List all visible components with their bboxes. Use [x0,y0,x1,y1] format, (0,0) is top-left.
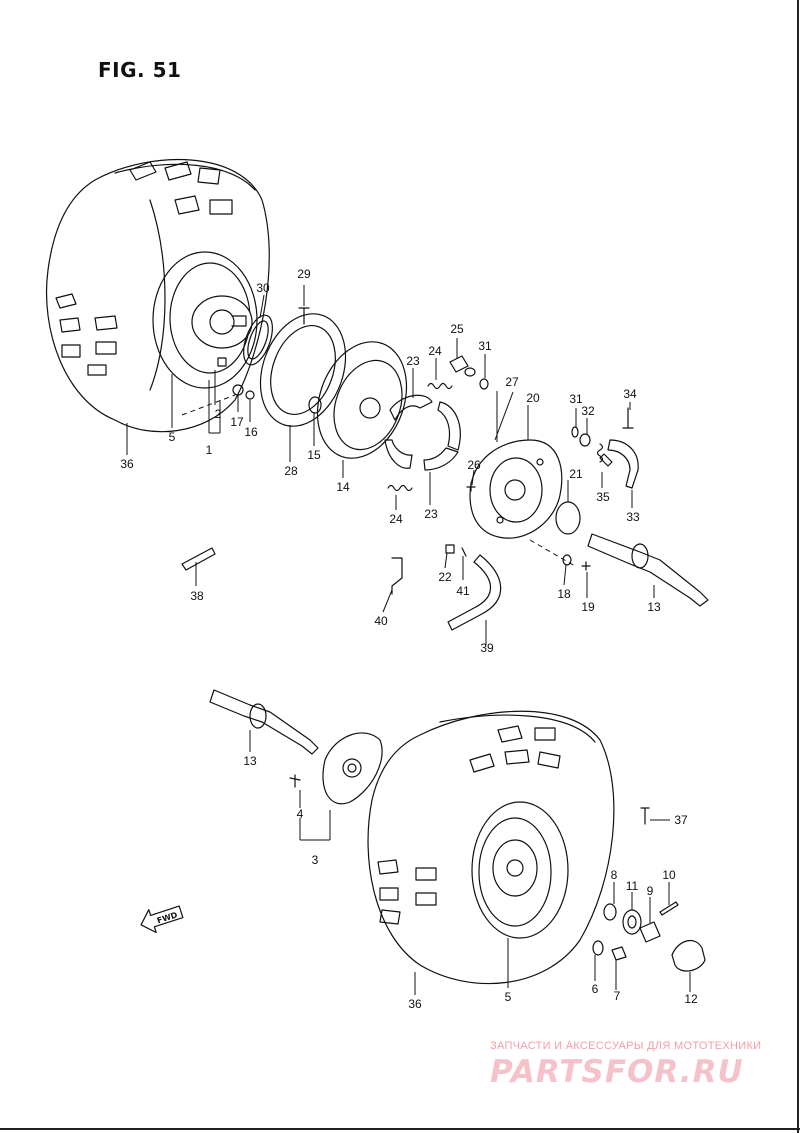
part-32-washer [579,433,591,447]
label-19: 19 [581,600,595,614]
lower-wheel-rim [471,801,569,939]
label-27: 27 [505,375,519,389]
part-23-brake-shoes [384,394,461,471]
part-31-o-ring-small [479,378,579,438]
label-29: 29 [297,267,311,281]
lower-tire [367,710,615,985]
label-11: 11 [626,879,639,893]
part-21-o-ring [555,501,581,535]
figure-title: FIG. 51 [98,58,182,82]
label-34: 34 [623,387,637,401]
label-24-upper: 24 [428,344,442,358]
label-3: 3 [312,853,319,867]
label-1: 1 [206,443,213,457]
part-10-cotter-pin [659,901,679,916]
label-22: 22 [438,570,452,584]
label-25: 25 [450,322,464,336]
label-37: 37 [674,813,688,827]
upper-tire [45,159,270,433]
label-32: 32 [581,404,595,418]
part-9-castle-nut [639,921,661,943]
label-30: 30 [256,281,270,295]
label-9: 9 [647,884,654,898]
part-37-pin [640,807,650,825]
label-10: 10 [662,868,676,882]
part-22-41-fittings [445,544,467,557]
label-28: 28 [284,464,298,478]
label-4: 4 [297,807,304,821]
label-23-upper: 23 [406,354,420,368]
label-5-upper: 5 [169,430,176,444]
label-40: 40 [374,614,388,628]
part-40-bracket [391,557,403,595]
bottom-border [0,1128,800,1130]
part-4-bolt [289,774,301,788]
part-25-cam-lever [449,355,476,377]
part-30-oil-seal [243,314,273,366]
label-41: 41 [456,584,470,598]
part-26-bolt [466,482,476,492]
part-15-o-ring [308,396,322,414]
part-35-spring [596,443,604,463]
part-12-hub-cap [671,939,706,972]
label-24-lower: 24 [389,512,403,526]
leader-lines [126,285,691,995]
upper-wheel-rim [152,251,258,389]
label-12: 12 [684,992,698,1006]
label-14: 14 [336,480,350,494]
part-29-bolt [298,307,310,325]
label-36-lower: 36 [408,997,422,1011]
label-7: 7 [614,989,621,1003]
part-28-brake-drum-cover [259,313,347,427]
label-33: 33 [626,510,640,524]
label-18: 18 [557,587,571,601]
label-6: 6 [592,982,599,996]
right-border [797,0,799,1133]
watermark-logo: PARTSFOR.RU [490,1054,744,1090]
label-38: 38 [190,589,204,603]
label-21: 21 [569,467,583,481]
label-36-upper: 36 [120,457,134,471]
part-6-washer [592,940,604,956]
label-20: 20 [526,391,540,405]
part-11-washer [622,909,642,935]
label-15: 15 [307,448,321,462]
part-39-hose [447,554,502,631]
part-38-pin [181,547,216,571]
label-31-right: 31 [569,392,583,406]
label-16: 16 [244,425,258,439]
part-8-washer [603,903,617,921]
label-39: 39 [480,641,494,655]
part-18-19-washer-bolt [562,554,591,571]
label-35: 35 [596,490,610,504]
part-33-brake-arm [599,439,639,489]
label-2: 2 [215,407,222,421]
label-26: 26 [467,458,481,472]
label-23-lower: 23 [424,507,438,521]
part-3-hub [322,732,383,805]
label-8: 8 [611,868,618,882]
part-7-nut [611,946,627,961]
label-13-lower: 13 [243,754,257,768]
part-20-brake-panel [469,439,563,539]
part-34-bolt [622,407,634,429]
part-13-drive-shaft-upper [587,533,709,607]
label-5-lower: 5 [505,990,512,1004]
part-13-drive-shaft-lower [209,689,319,755]
label-31-upper: 31 [478,339,492,353]
label-17: 17 [230,415,244,429]
part-24-springs [387,382,453,492]
forward-arrow-badge: FWD [140,905,184,934]
watermark-caption: ЗАПЧАСТИ И АКСЕССУАРЫ ДЛЯ МОТОТЕХНИКИ [490,1040,762,1052]
label-13-upper: 13 [647,600,661,614]
